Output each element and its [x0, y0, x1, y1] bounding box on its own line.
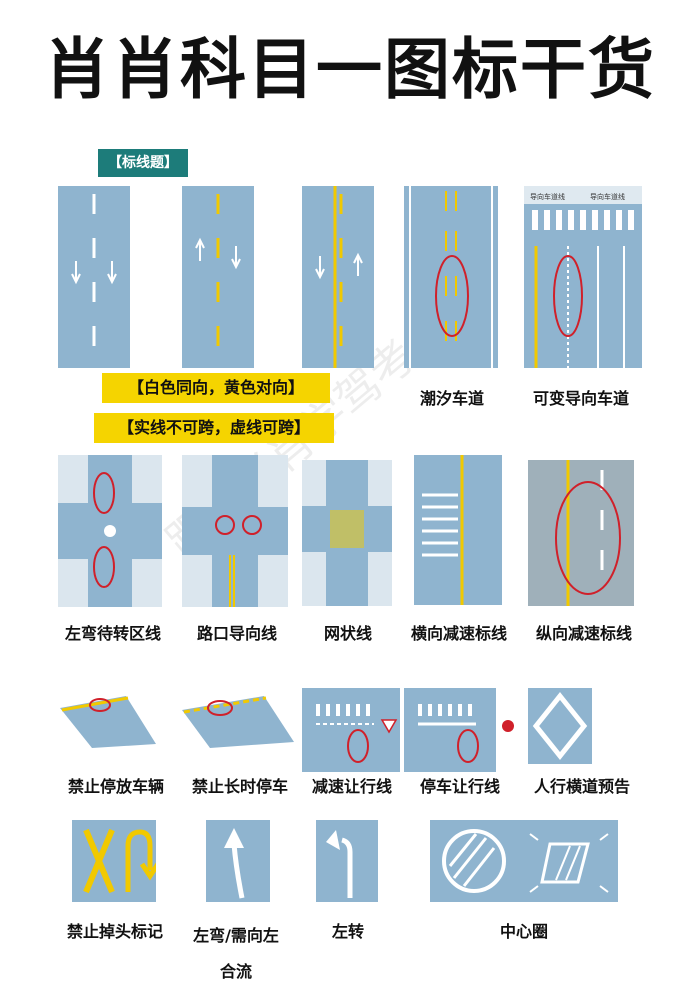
intersection-guide-diagram — [182, 455, 288, 607]
caption-left-turn-waiting: 左弯待转区线 — [64, 624, 161, 643]
caption-center-circle: 中心圈 — [499, 922, 548, 941]
grid-line-diagram — [302, 460, 392, 606]
road-yellow-dashed-center — [182, 186, 254, 368]
center-circle-mark — [430, 820, 618, 902]
caption-intersection-guide: 路口导向线 — [196, 624, 277, 643]
stop-line-diagram — [404, 688, 514, 772]
page-title: 肖肖科目一图标干货 — [44, 31, 656, 108]
caption-no-u-turn: 禁止掉头标记 — [66, 922, 163, 941]
road-yellow-solid-dashed — [302, 186, 374, 368]
no-long-parking-diagram — [180, 690, 296, 750]
caption-grid-line: 网状线 — [323, 624, 372, 643]
mini-label: 导向车道线 — [590, 192, 625, 201]
crosswalk-ahead-diagram — [528, 688, 592, 764]
caption-transverse-deceleration: 横向减速标线 — [410, 624, 507, 643]
caption-variable-lane: 可变导向车道 — [532, 389, 629, 408]
transverse-deceleration-diagram — [414, 455, 502, 605]
note-line-rule: 【实线不可跨，虚线可跨】 — [94, 413, 334, 443]
left-curve-arrow-mark — [206, 820, 270, 902]
caption-left-curve: 左弯/需向左合流 — [193, 926, 279, 981]
no-parking-diagram — [58, 690, 158, 750]
caption-tidal-lane: 潮汐车道 — [419, 389, 484, 408]
section-tag: 【标线题】 — [98, 149, 188, 177]
caption-left-turn: 左转 — [331, 922, 364, 941]
caption-no-long-parking: 禁止长时停车 — [191, 777, 288, 796]
caption-crosswalk-ahead: 人行横道预告 — [533, 777, 630, 796]
yield-line-diagram — [302, 688, 400, 772]
road-white-same-direction — [58, 186, 130, 368]
mini-label: 导向车道线 — [530, 192, 565, 201]
variable-guide-lane-diagram: 导向车道线 导向车道线 — [524, 186, 642, 368]
caption-no-parking: 禁止停放车辆 — [67, 777, 164, 796]
tidal-lane-diagram — [404, 186, 498, 368]
caption-longitudinal-deceleration: 纵向减速标线 — [535, 624, 632, 643]
note-color-rule: 【白色同向，黄色对向】 — [102, 373, 330, 403]
longitudinal-deceleration-diagram — [528, 460, 634, 606]
no-u-turn-mark — [72, 820, 156, 902]
caption-stop-line: 停车让行线 — [419, 777, 500, 796]
left-turn-arrow-mark — [316, 820, 378, 902]
left-turn-waiting-diagram — [58, 455, 162, 607]
caption-yield-line: 减速让行线 — [311, 777, 392, 796]
